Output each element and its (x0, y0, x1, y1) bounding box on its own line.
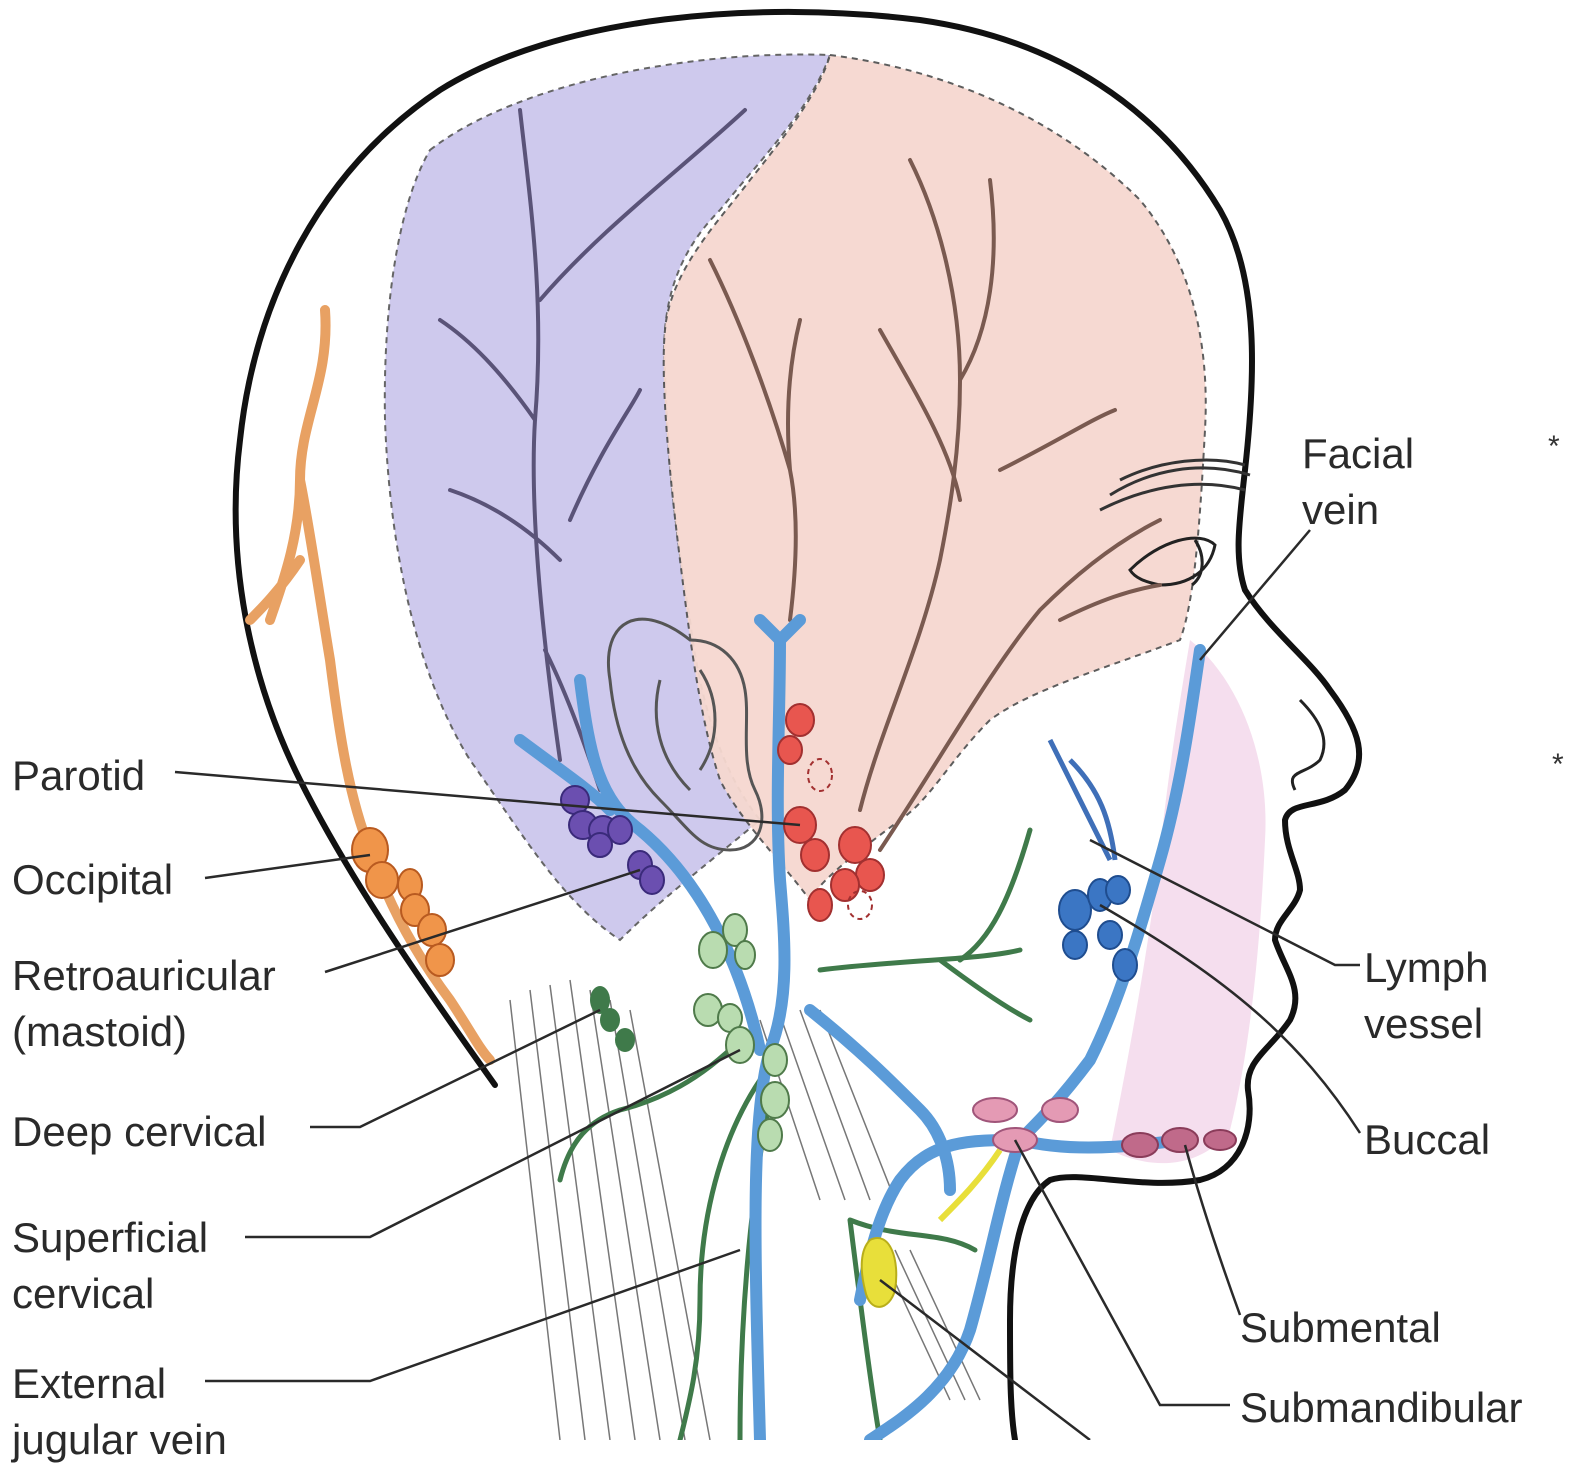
label-submental: Submental (1240, 1300, 1441, 1356)
label-retroauricular: Retroauricular (mastoid) (12, 948, 276, 1060)
star-mark-upper: * (1548, 430, 1560, 464)
label-occipital: Occipital (12, 852, 173, 908)
facial-lymph-vessel (1050, 740, 1115, 860)
label-deep-cervical: Deep cervical (12, 1104, 266, 1160)
submental-nodes (1122, 1128, 1236, 1157)
label-external-jugular-vein: External jugular vein (12, 1356, 227, 1468)
label-submandibular: Submandibular (1240, 1380, 1523, 1436)
label-parotid: Parotid (12, 748, 145, 804)
buccal-nodes (1059, 876, 1137, 981)
deep-cervical-nodes (590, 986, 635, 1052)
label-lymph-vessel: Lymph vessel (1364, 940, 1489, 1052)
label-superficial-cervical: Superficial cervical (12, 1210, 208, 1322)
star-mark-lower: * (1552, 748, 1564, 782)
label-buccal: Buccal (1364, 1112, 1490, 1168)
face-profile-inner (1292, 700, 1324, 790)
submental-yellow-node (862, 1238, 897, 1307)
label-facial-vein: Facial vein (1302, 426, 1414, 538)
